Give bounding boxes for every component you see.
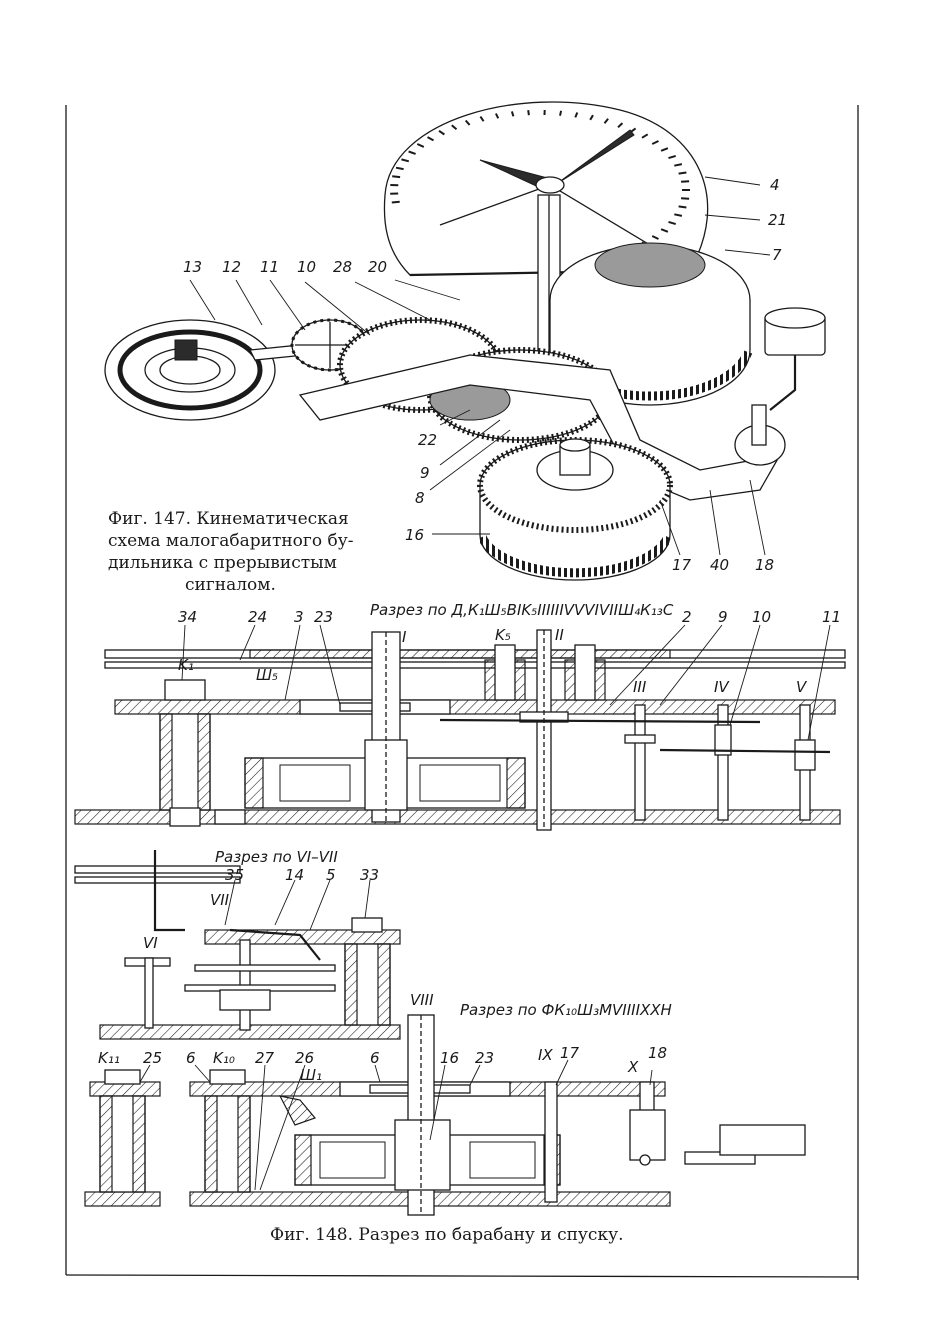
label-17: 17: [560, 1044, 580, 1062]
dial-tick: [681, 181, 689, 182]
dial-tick: [528, 110, 529, 115]
label-9: 9: [420, 464, 430, 482]
label-8: 8: [415, 489, 425, 507]
label-17: 17: [672, 556, 692, 574]
fig147-caption-line2: схема малогабаритного бу-: [108, 531, 353, 551]
dial-tick: [679, 173, 687, 174]
label-16: 16: [440, 1049, 459, 1067]
dial-tick: [679, 206, 687, 207]
fig147-caption-line1: Фиг. 147. Кинематическая: [108, 509, 349, 529]
dial-tick: [396, 168, 404, 169]
label-13: 13: [183, 258, 202, 276]
section-top-title: Разрез по Д,К₁Ш₅ВIK₅IIIIIIVVVIVIIШ₄К₁₃С: [370, 601, 674, 619]
fig148-caption: Фиг. 148. Разрез по барабану и спуску.: [270, 1225, 623, 1245]
label-10: 10: [752, 608, 771, 626]
label-K10: K₁₀: [213, 1049, 235, 1067]
label-14: 14: [285, 866, 304, 884]
label-I: I: [402, 628, 407, 646]
hand-hub: [536, 177, 564, 193]
label-VI: VI: [143, 934, 158, 952]
label-22: 22: [418, 431, 437, 449]
fig147-caption-line3: дильника с прерывистым: [108, 553, 337, 573]
label-11: 11: [822, 608, 841, 626]
label-28: 28: [333, 258, 352, 276]
fig147-caption-line4: сигналом.: [185, 575, 276, 595]
label-IV: IV: [714, 678, 730, 696]
label-34: 34: [178, 608, 197, 626]
label-VIII: VIII: [410, 991, 434, 1009]
label-7: 7: [772, 246, 782, 264]
dial-tick: [681, 198, 689, 199]
label-20: 20: [368, 258, 387, 276]
label-V: V: [796, 678, 808, 696]
fig147-drawing: 13 12 11 10 28 20 4 21 7 22 9 8 16 17 40…: [105, 102, 825, 595]
label-10: 10: [297, 258, 316, 276]
label-Sh1: Ш₁: [300, 1066, 322, 1084]
label-18: 18: [755, 556, 774, 574]
label-40: 40: [710, 556, 729, 574]
label-K11: K₁₁: [98, 1049, 120, 1067]
label-23: 23: [314, 608, 333, 626]
label-IX: IX: [538, 1046, 553, 1064]
label-18: 18: [648, 1044, 667, 1062]
label-25: 25: [143, 1049, 162, 1067]
label-K1: K₁: [178, 656, 194, 674]
label-24: 24: [248, 608, 267, 626]
dial-tick: [392, 176, 400, 177]
label-12: 12: [222, 258, 241, 276]
label-23: 23: [475, 1049, 494, 1067]
label-27: 27: [255, 1049, 275, 1067]
label-II: II: [555, 626, 564, 644]
label-Sh5: Ш₅: [256, 666, 278, 684]
label-III: III: [633, 678, 647, 696]
fig148-mid-section: Разрез по VI–VII 35 14 5 33 VII VI: [75, 848, 400, 1039]
label-4: 4: [770, 176, 780, 194]
fig148-top-section: Разрез по Д,К₁Ш₅ВIK₅IIIIIIVVVIVIIШ₄К₁₃С: [75, 601, 845, 830]
label-33: 33: [360, 866, 379, 884]
label-X: X: [627, 1058, 639, 1076]
label-11: 11: [260, 258, 279, 276]
label-6-left: 6: [186, 1049, 196, 1067]
label-6-right: 6: [370, 1049, 380, 1067]
label-9: 9: [718, 608, 728, 626]
label-21: 21: [768, 211, 787, 229]
label-26: 26: [295, 1049, 314, 1067]
label-5: 5: [326, 866, 336, 884]
label-16: 16: [405, 526, 424, 544]
label-35: 35: [225, 866, 244, 884]
dial-tick: [392, 202, 400, 203]
section-mid-title: Разрез по VI–VII: [215, 848, 338, 866]
section-bottom-title: Разрез по ФК₁₀Ш₃МVIIIIXXН: [460, 1001, 672, 1019]
label-3: 3: [294, 608, 304, 626]
balance-wheel-13: [105, 320, 275, 420]
label-K5: K₅: [495, 626, 511, 644]
label-VII: VII: [210, 891, 230, 909]
barrel-16: [480, 439, 670, 580]
label-2: 2: [682, 608, 692, 626]
dial-tick: [560, 111, 561, 116]
bottom-margin-line: [66, 1275, 858, 1277]
